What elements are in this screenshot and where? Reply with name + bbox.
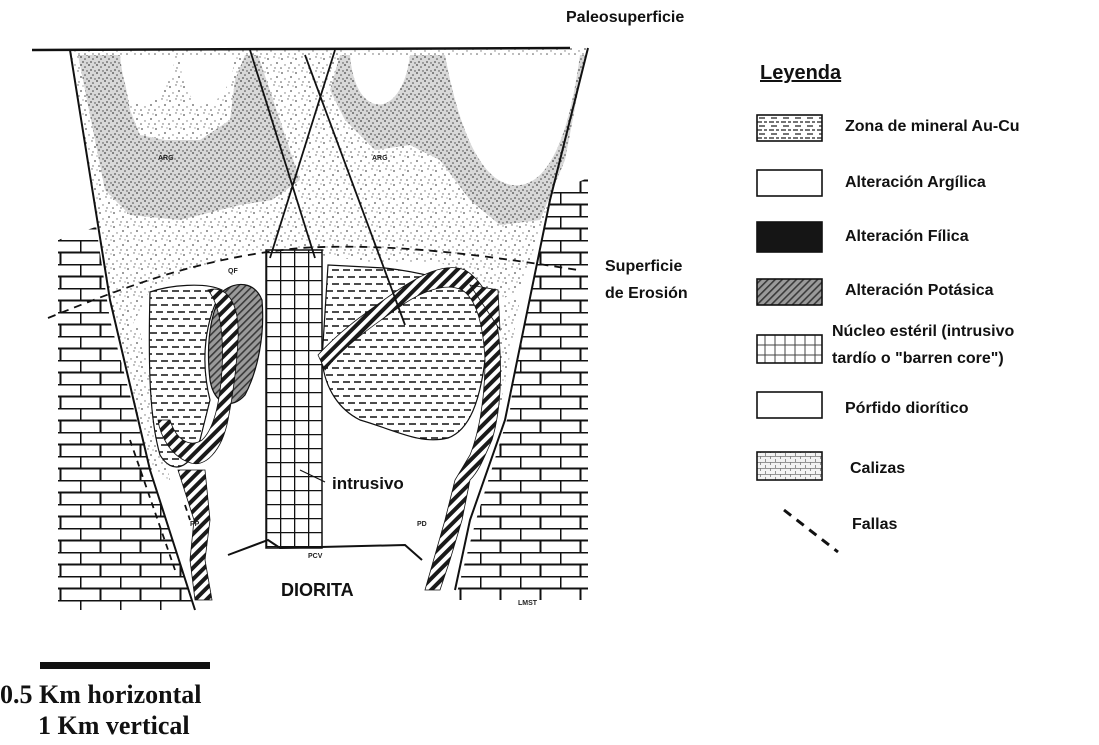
barren-core [266, 250, 322, 548]
legend-swatch-ore [757, 115, 822, 141]
legend-swatch-potassic [757, 279, 822, 305]
label-pp: PP [190, 521, 200, 528]
legend-label-phyllic: Alteración Fílica [845, 228, 969, 246]
erosion-surface-label-1: Superficie [605, 258, 682, 276]
legend-label-limestone: Calizas [850, 460, 905, 478]
legend-label-argillic: Alteración Argílica [845, 174, 986, 192]
label-pcv: PCV [308, 553, 323, 560]
scale-vertical-label: 1 Km vertical [38, 711, 190, 741]
legend-label-faults: Fallas [852, 516, 897, 534]
legend-swatch-limestone [757, 452, 822, 480]
scale-horizontal-label: 0.5 Km horizontal [0, 680, 202, 710]
legend-label-barren-1: Núcleo estéril (intrusivo [832, 323, 1014, 341]
legend-label-porphyry: Pórfido diorítico [845, 400, 969, 418]
label-pd: PD [417, 521, 427, 528]
intrusive-label: intrusivo [332, 474, 404, 494]
label-lmst: LMST [518, 600, 538, 607]
legend-swatch-phyllic [757, 222, 822, 252]
paleosurface-label: Paleosuperficie [566, 9, 684, 27]
legend-swatch-argillic [757, 170, 822, 196]
legend-swatch-barren [757, 335, 822, 363]
erosion-surface-label-2: de Erosión [605, 285, 688, 303]
diorite-label: DIORITA [281, 580, 354, 601]
scale-bar [40, 662, 210, 669]
legend-swatch-porphyry [757, 392, 822, 418]
label-arg-right: ARG [372, 155, 388, 162]
label-qf: QF [228, 268, 238, 275]
legend-label-ore: Zona de mineral Au-Cu [845, 118, 1020, 136]
legend-label-potassic: Alteración Potásica [845, 282, 994, 300]
label-arg-left: ARG [158, 155, 174, 162]
legend-swatches [757, 115, 822, 480]
legend-swatch-fault [784, 510, 838, 552]
legend-title: Leyenda [760, 62, 841, 85]
legend-label-barren-2: tardío o "barren core") [832, 350, 1004, 368]
